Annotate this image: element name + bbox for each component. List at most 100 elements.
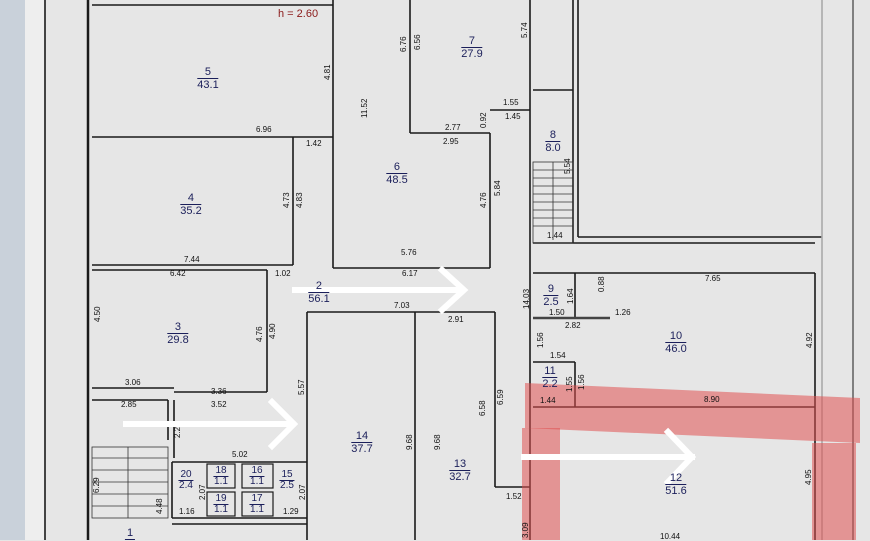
- dimension: 2.2: [173, 426, 182, 438]
- arrow-head-icon: [437, 265, 469, 315]
- dimension: 3.09: [521, 522, 530, 538]
- dimension: 3.06: [125, 378, 141, 387]
- dimension: 3.36: [211, 387, 227, 396]
- dimension: 6.42: [170, 269, 186, 278]
- room-number: 12: [665, 472, 687, 485]
- room-number: 17: [249, 493, 265, 505]
- room-area: 32.7: [449, 471, 471, 483]
- dimension: 1.55: [565, 376, 574, 392]
- dimension: 2.07: [198, 484, 207, 500]
- dimension: 1.64: [566, 288, 575, 304]
- ceiling-height-label: h = 2.60: [278, 8, 319, 20]
- dimension: 1.02: [275, 269, 291, 278]
- room-area: 46.0: [665, 343, 687, 355]
- dimension: 7.65: [705, 274, 721, 283]
- dimension: 1.56: [536, 332, 545, 348]
- room-area: 1.1: [250, 476, 264, 487]
- dimension: 2.82: [565, 321, 581, 330]
- dimension: 1.50: [549, 308, 565, 317]
- dimension: 0.88: [597, 276, 606, 292]
- dimension: 5.74: [520, 22, 529, 38]
- room-area: 27.9: [461, 48, 483, 60]
- room-number: 19: [213, 493, 229, 505]
- dimension: 4.81: [323, 64, 332, 80]
- dimension: 4.76: [479, 192, 488, 208]
- room-number: 13: [449, 458, 471, 471]
- dimension: 1.52: [506, 492, 522, 501]
- margin-strip: [25, 0, 45, 540]
- room-area: 43.1: [197, 79, 219, 91]
- dimension: 0.92: [479, 112, 488, 128]
- dimension: 1.45: [505, 112, 521, 121]
- room-number: 14: [351, 430, 373, 443]
- dimension: 14.03: [522, 288, 531, 309]
- dimension: 2.85: [121, 400, 137, 409]
- room-area: 37.7: [351, 443, 373, 455]
- dimension: 2.91: [448, 315, 464, 324]
- room-area: 2.5: [543, 296, 559, 308]
- room-area: 56.1: [308, 293, 330, 305]
- room-area: 2.4: [179, 480, 193, 491]
- dimension: 5.84: [493, 180, 502, 196]
- dimension: 1.56: [577, 374, 586, 390]
- dimension: 3.52: [211, 400, 227, 409]
- room-area: 1.1: [250, 504, 264, 515]
- room-number: 3: [167, 321, 189, 334]
- dimension: 1.29: [283, 507, 299, 516]
- dimension: 1.42: [306, 139, 322, 148]
- room-number: 9: [543, 283, 559, 296]
- dimension: 5.57: [297, 379, 306, 395]
- dimension: 11.52: [360, 98, 369, 118]
- room-number: 10: [665, 330, 687, 343]
- room-number: 1: [124, 527, 136, 540]
- dimension: 2.77: [445, 123, 461, 132]
- dimension: 1.55: [503, 98, 519, 107]
- dimension: 2.07: [298, 484, 307, 500]
- dimension: 4.92: [805, 332, 814, 348]
- room-area: 51.6: [665, 485, 687, 497]
- room-area: 48.5: [386, 174, 408, 186]
- dimension: 1.44: [547, 231, 563, 240]
- dimension: 4.76: [255, 326, 264, 342]
- room-number: 18: [213, 465, 229, 477]
- dimension: 5.02: [232, 450, 248, 459]
- dimension: 7.44: [184, 255, 200, 264]
- room-number: 4: [180, 192, 202, 205]
- dimension: 2.95: [443, 137, 459, 146]
- dimension: 1.26: [615, 308, 631, 317]
- dimension: 4.90: [268, 323, 277, 339]
- dimension: 4.83: [295, 192, 304, 208]
- dimension: 5.54: [563, 158, 572, 174]
- left-margin: [0, 0, 25, 540]
- room-number: 5: [197, 66, 219, 79]
- room-1: 1: [124, 527, 136, 540]
- stairs: [91, 161, 574, 519]
- dimension: 5.76: [401, 248, 417, 257]
- room-number: 16: [249, 465, 265, 477]
- dimension: 6.58: [478, 400, 487, 416]
- dimension: 6.59: [496, 389, 505, 405]
- room-number: 2: [308, 280, 330, 293]
- dimension: 9.68: [405, 434, 414, 450]
- dimension: 7.03: [394, 301, 410, 310]
- room-area: 29.8: [167, 334, 189, 346]
- dimension: 1.44: [540, 396, 556, 405]
- dimension: 1.54: [550, 351, 566, 360]
- room-area: 8.0: [545, 142, 561, 154]
- room-area: 1.1: [214, 504, 228, 515]
